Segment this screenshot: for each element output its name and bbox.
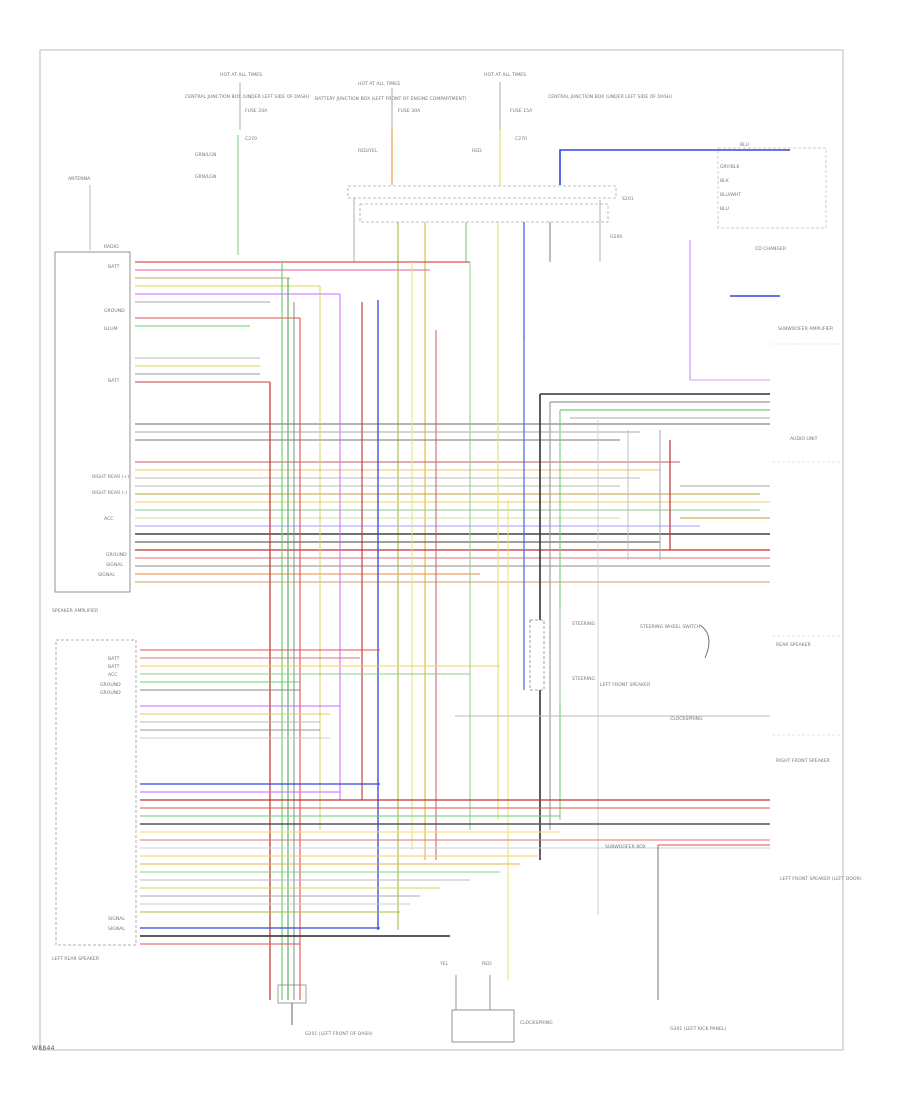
wire-tag: BLU	[720, 206, 729, 212]
pin-label: BATT	[108, 656, 120, 662]
hot-at-all-times-left: HOT AT ALL TIMES	[220, 72, 262, 78]
pin-label: GROUND	[100, 690, 121, 696]
cd-changer-label: CD CHANGER	[755, 246, 787, 252]
clockspring-label: CLOCKSPRING	[670, 716, 703, 722]
amplifier-block: SPEAKER AMPLIFIER BATT BATT ACC GROUND G…	[52, 608, 770, 962]
rear-speaker-label: REAR SPEAKER	[776, 642, 812, 648]
amplifier-label: SPEAKER AMPLIFIER	[52, 608, 99, 614]
wire-tag: BLK	[720, 178, 730, 184]
fuse-right-label: FUSE 15A	[510, 108, 533, 114]
radio-block: RADIO BATT GROUND ILLUM BATT RIGHT REAR …	[54, 244, 131, 593]
hot-at-all-times-mid: HOT AT ALL TIMES	[358, 81, 400, 87]
splice-s201: S201	[622, 196, 634, 202]
ground-bottom-label: G201 (LEFT FRONT OF DASH)	[305, 1031, 373, 1037]
rear-subwoofer-box-label: SUBWOOFER BOX	[605, 844, 646, 850]
steering-switch-label: STEERING WHEEL SWITCH	[640, 624, 700, 630]
fuse-left-label: FUSE 20A	[245, 108, 268, 114]
page-code: W8844	[32, 1045, 55, 1052]
radio-label: RADIO	[104, 244, 119, 250]
pin-label: BATT	[108, 664, 120, 670]
left-fuse-box-label: CENTRAL JUNCTION BOX (UNDER LEFT SIDE OF…	[185, 94, 309, 100]
ground-g: G200	[610, 234, 622, 240]
wire-tag: RED/YEL	[358, 148, 378, 154]
ground-right-label: G301 (LEFT KICK PANEL)	[670, 1026, 726, 1032]
pin-label: SIGNAL	[108, 916, 125, 922]
middle-right-section: STEERING STEERING STEERING WHEEL SWITCH …	[455, 610, 840, 764]
clockspring-bottom-label: CLOCKSPRING	[520, 1020, 553, 1026]
left-lower-speaker-label: LEFT FRONT SPEAKER (LEFT DOOR)	[780, 876, 862, 882]
wire-tag: STEERING	[572, 621, 596, 627]
audio-unit-label: AUDIO UNIT	[790, 436, 818, 442]
pin-label: RIGHT REAR (+)	[92, 474, 129, 480]
wire-tag: GRY/BLK	[720, 164, 741, 170]
wire-tag: BLU/WHT	[720, 192, 741, 198]
wire-tag: YEL	[439, 961, 449, 967]
pin-label: GROUND	[104, 308, 125, 314]
pin-label: RIGHT REAR (-)	[92, 490, 127, 496]
antenna-label: ANTENNA	[68, 176, 91, 182]
c270-right: C270	[515, 136, 527, 142]
bottom-section: G201 (LEFT FRONT OF DASH) CLOCKSPRING YE…	[277, 844, 862, 1043]
pin-label: ACC	[104, 516, 113, 522]
pin-label: SIGNAL	[108, 926, 125, 932]
subwoofer-amp-label: SUBWOOFER AMPLIFIER	[778, 326, 834, 332]
pin-label: ILLUM	[104, 326, 118, 332]
c270-left: C270	[245, 136, 257, 142]
left-rear-speaker-label: LEFT REAR SPEAKER	[52, 956, 100, 962]
pin-label: SIGNAL	[98, 572, 115, 578]
top-power-section: HOT AT ALL TIMES CENTRAL JUNCTION BOX (U…	[68, 72, 790, 930]
left-front-speaker-label: LEFT FRONT SPEAKER	[600, 682, 651, 688]
wire-tag: RED	[472, 148, 482, 154]
pin-label: GROUND	[100, 682, 121, 688]
fuse-mid-label: FUSE 30A	[398, 108, 421, 114]
wire-tag: RED	[482, 961, 492, 967]
upper-wire-bundle	[135, 261, 770, 583]
pin-label: ACC	[108, 672, 117, 678]
pin-label: BATT	[108, 264, 120, 270]
pin-label: GROUND	[106, 552, 127, 558]
right-front-speaker-label: RIGHT FRONT SPEAKER	[776, 758, 831, 764]
wire-tag: STEERING	[572, 676, 596, 682]
right-upper-section: GRY/BLK BLK BLU/WHT BLU CD CHANGER SUBWO…	[717, 147, 840, 463]
vertical-risers	[269, 262, 671, 1000]
pin-label: BATT	[108, 378, 120, 384]
hot-at-all-times-right: HOT AT ALL TIMES	[484, 72, 526, 78]
wire-tag: BLU	[740, 142, 749, 148]
right-fuse-box-label: CENTRAL JUNCTION BOX (UNDER LEFT SIDE OF…	[548, 94, 672, 100]
wire-tag: GRN/LGN	[195, 174, 216, 180]
diagram-border	[39, 49, 844, 1051]
mid-fuse-box-label: BATTERY JUNCTION BOX (LEFT FRONT OF ENGI…	[315, 96, 467, 102]
pin-label: SIGNAL	[106, 562, 123, 568]
wire-tag: GRN/LGN	[195, 152, 216, 158]
